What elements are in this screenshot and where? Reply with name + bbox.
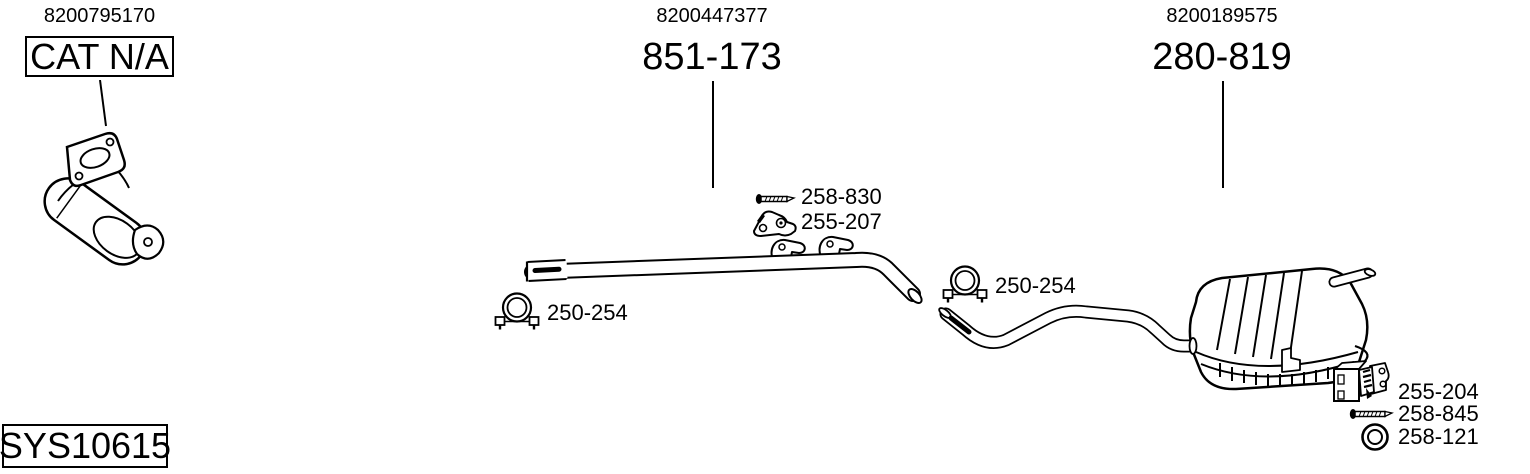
hardware-label: 258-845 xyxy=(1398,401,1479,426)
hardware-label: 255-207 xyxy=(801,209,882,234)
rear-silencer-drawing xyxy=(938,267,1377,391)
hardware-label: 250-254 xyxy=(995,273,1076,298)
clamp-icon xyxy=(942,265,988,303)
system-code-box: SYS10615 xyxy=(0,424,172,468)
rear-silencer-leader-line xyxy=(1222,81,1224,188)
center-pipe-oem-number: 8200447377 xyxy=(656,5,768,27)
hardware-label: 258-830 xyxy=(801,184,882,209)
catalyst-leader-line xyxy=(99,80,107,127)
hardware-label: 258-121 xyxy=(1398,424,1479,449)
rear-silencer-oem-number: 8200189575 xyxy=(1166,5,1278,27)
mount-bracket-icon xyxy=(1333,360,1390,402)
catalyst-oem-number: 8200795170 xyxy=(43,5,156,27)
system-code: SYS10615 xyxy=(0,425,172,466)
rear-silencer-part-code: 280-819 xyxy=(1152,36,1292,78)
catalyst-part-box: CAT N/A xyxy=(25,36,174,77)
gasket-ring-icon xyxy=(1361,423,1389,451)
center-pipe-part-code: 851-173 xyxy=(642,36,782,78)
hardware-label: 250-254 xyxy=(547,300,628,325)
catalyst-part-code: CAT N/A xyxy=(30,35,169,77)
catalytic-converter-drawing xyxy=(43,80,165,266)
centre-exhaust-pipe-drawing xyxy=(524,235,923,304)
center-pipe-leader-line xyxy=(712,81,714,188)
bolt-icon xyxy=(1349,409,1394,419)
silencer-body xyxy=(1188,267,1377,391)
clamp-icon xyxy=(494,292,540,330)
hardware-label: 255-204 xyxy=(1398,379,1479,404)
rubber-hanger-icon xyxy=(753,210,797,237)
bolt-icon xyxy=(755,194,796,204)
